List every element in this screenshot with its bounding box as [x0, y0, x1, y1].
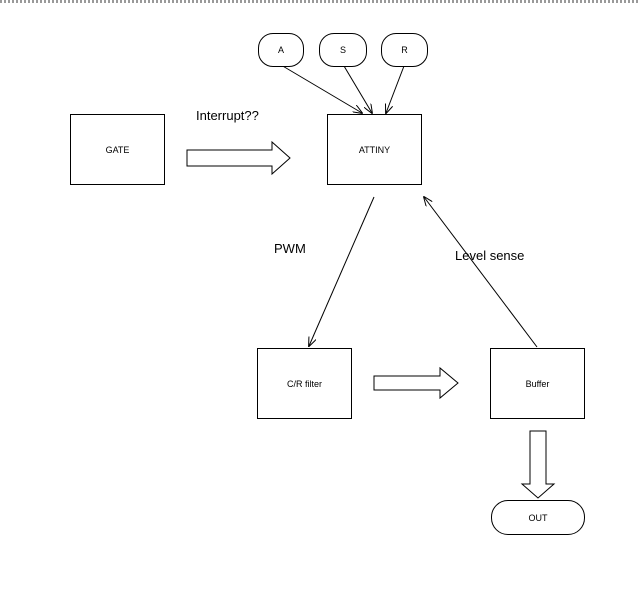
node-attiny-label: ATTINY — [358, 144, 391, 155]
edge-attiny-to-filter — [309, 196, 375, 346]
interrupt-label: Interrupt?? — [196, 108, 259, 123]
node-a-label: A — [277, 45, 284, 55]
page-top-border — [0, 0, 640, 3]
edge-s-to-attiny — [343, 65, 372, 113]
node-attiny: ATTINY — [327, 114, 422, 185]
edge-r-to-attiny — [386, 65, 405, 113]
block-arrow-buffer-to-out — [520, 430, 556, 499]
node-gate-label: GATE — [105, 144, 130, 155]
node-s-label: S — [339, 45, 346, 55]
block-arrow-gate-to-attiny — [186, 140, 291, 176]
node-out-label: OUT — [528, 512, 548, 523]
node-cr-filter-label: C/R filter — [286, 378, 322, 389]
node-r: R — [381, 33, 428, 67]
pwm-label: PWM — [274, 241, 306, 256]
level-sense-label: Level sense — [455, 248, 525, 263]
edge-a-to-attiny — [280, 64, 362, 113]
node-out: OUT — [491, 500, 585, 535]
edge-buffer-to-attiny — [424, 197, 538, 348]
node-r-label: R — [401, 45, 408, 55]
node-cr-filter: C/R filter — [257, 348, 352, 419]
node-a: A — [258, 33, 304, 67]
node-buffer: Buffer — [490, 348, 585, 419]
node-gate: GATE — [70, 114, 165, 185]
node-buffer-label: Buffer — [525, 378, 550, 389]
node-s: S — [319, 33, 367, 67]
block-arrow-filter-to-buffer — [373, 366, 459, 400]
